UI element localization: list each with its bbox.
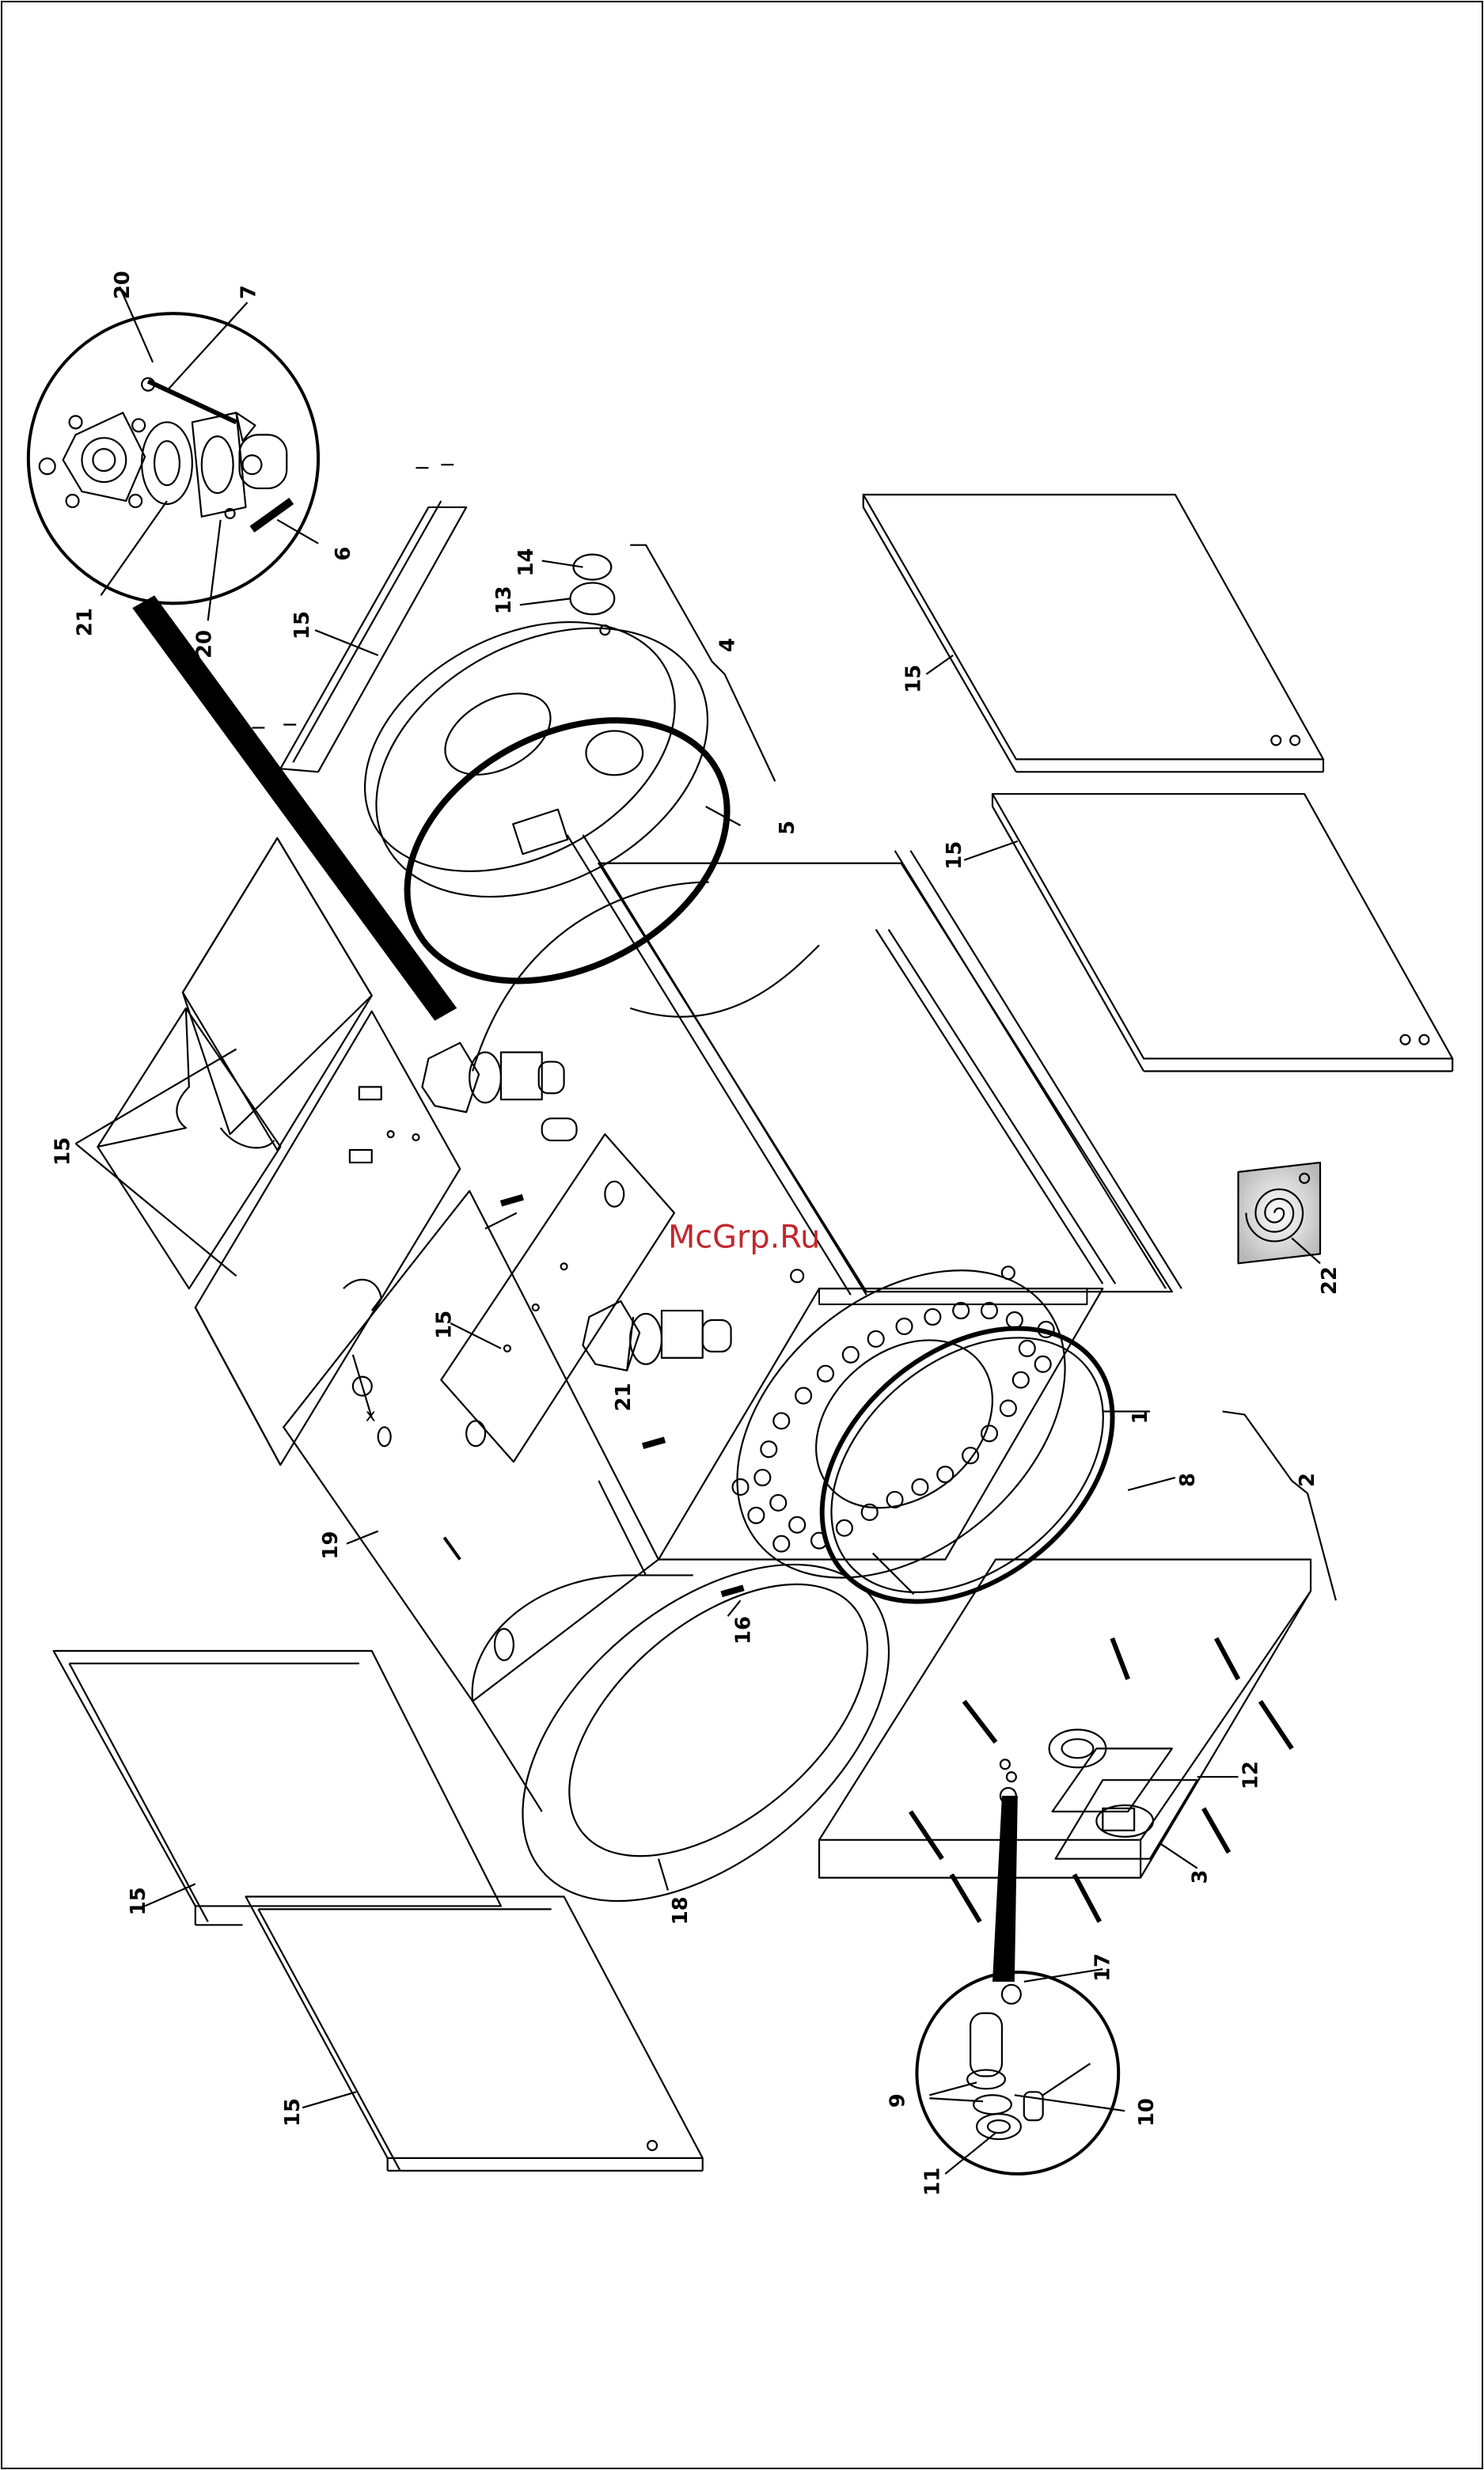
- left-cabinet-wall: x: [283, 1191, 659, 1702]
- callout-11: 11: [920, 2168, 944, 2196]
- middle-plate: [441, 1134, 674, 1462]
- callout-5: 5: [776, 821, 799, 835]
- callout-16: 16: [731, 1616, 755, 1645]
- turbulator-spiral: [1238, 1163, 1320, 1263]
- callout-4: 4: [716, 638, 740, 652]
- rear-door-assembly: [322, 545, 775, 1034]
- callout-leader-15-b: [302, 2092, 356, 2108]
- callout-13: 13: [492, 586, 516, 614]
- callout-17: 17: [1091, 1953, 1114, 1982]
- detail-circle-sight-glass: [917, 1969, 1125, 2174]
- valve-assembly-body: [422, 1043, 743, 1595]
- callout-10: 10: [1135, 2098, 1159, 2127]
- callout-7: 7: [237, 285, 260, 299]
- lower-left-panel-1: [54, 1651, 501, 1925]
- watermark: McGrp.Ru: [668, 1219, 820, 1255]
- callout-22: 22: [1318, 1266, 1342, 1295]
- callout-1: 1: [1129, 1410, 1152, 1424]
- callout-3: 3: [1189, 1870, 1213, 1884]
- side-panel-middle: [964, 794, 1452, 1071]
- door-bolts: [910, 1638, 1292, 1922]
- callout-8: 8: [1176, 1473, 1200, 1487]
- callout-9: 9: [886, 2093, 910, 2108]
- side-panel-upper: [863, 495, 1323, 772]
- svg-text:x: x: [366, 1406, 376, 1425]
- callout-leader-18: [659, 1859, 668, 1891]
- callout-leader-16: [728, 1600, 741, 1616]
- callout-15-panel-middle: 15: [943, 841, 966, 870]
- tube-holes: [733, 1303, 1054, 1551]
- callout-6: 6: [332, 547, 355, 561]
- callout-21-detail: 21: [73, 608, 97, 636]
- callout-15-lower-a: 15: [127, 1887, 150, 1915]
- callout-15-insulation: 15: [51, 1137, 75, 1166]
- callout-leader-8: [1128, 1478, 1175, 1490]
- boiler-body: [473, 835, 1182, 1295]
- callout-15-bracket: 15: [290, 611, 314, 639]
- callout-2: 2: [1296, 1473, 1319, 1487]
- detail-pointer-a: [132, 595, 457, 1020]
- callout-21-body: 21: [612, 1383, 636, 1411]
- callout-15-panel-upper: 15: [901, 665, 925, 693]
- callout-leader-3: [1159, 1843, 1197, 1869]
- callout-19: 19: [319, 1531, 343, 1560]
- callout-leader-15-d: [76, 1144, 237, 1276]
- callout-15-lower-b: 15: [281, 2098, 305, 2127]
- callout-14: 14: [514, 548, 538, 576]
- bracket-2: [1223, 1411, 1336, 1600]
- callout-15-plate: 15: [432, 1311, 456, 1339]
- callout-20-bottom: 20: [193, 630, 217, 658]
- front-door: [819, 1560, 1311, 1922]
- lower-left-panel-2: [246, 1896, 703, 2170]
- callout-20-top: 20: [111, 271, 135, 299]
- detail-circle-valve-assembly: [28, 286, 318, 620]
- lower-drum: [461, 1481, 951, 1967]
- detail-pointer-b: [992, 1796, 1018, 1982]
- callout-18: 18: [669, 1896, 693, 1925]
- callout-12: 12: [1239, 1761, 1262, 1789]
- callout-leader-15-c: [76, 1049, 237, 1144]
- insulation-panels-left: [97, 838, 460, 1465]
- callout-leader-15-a: [145, 1884, 195, 1907]
